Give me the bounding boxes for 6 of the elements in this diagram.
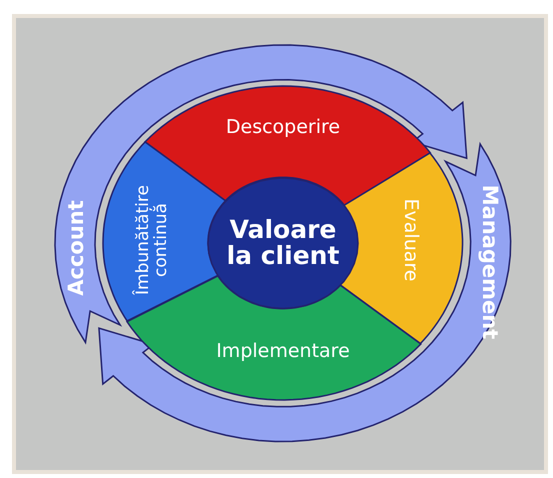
segment-label: Implementare	[216, 342, 350, 362]
segment-label: Account	[64, 200, 87, 296]
segment-label: Descoperire	[226, 118, 340, 138]
segment-label: Evaluare	[400, 198, 420, 282]
segment-label: Valoare la client	[226, 216, 340, 270]
segment-label: Management	[478, 184, 501, 340]
